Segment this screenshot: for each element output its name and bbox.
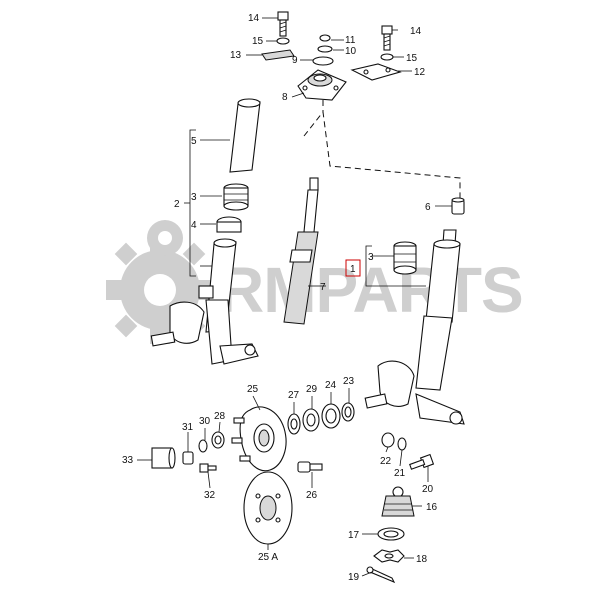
hub-cap-group [151,431,225,473]
washer-part [198,439,208,453]
callout-19: 19 [348,572,360,583]
callout-30: 30 [199,416,211,427]
callout-31: 31 [182,422,194,433]
callout-2: 2 [174,199,180,210]
bolt-part [277,11,289,37]
bracket-right [345,245,426,287]
callout-33: 33 [122,455,134,466]
callout-10: 10 [345,46,357,57]
upper-mount-group [261,11,402,101]
callout-labels: 14 15 13 11 10 9 8 14 15 12 5 2 3 4 7 1 … [122,13,438,583]
right-strut-group [364,197,465,425]
nut-part [182,451,194,465]
callout-29: 29 [306,384,318,395]
strut-mount-part [297,69,347,101]
callout-14-right: 14 [410,26,422,37]
bump-stop-part [393,241,417,275]
plate-part [350,63,402,81]
callout-25a: 25 A [258,552,278,563]
callout-4: 4 [191,220,197,231]
callout-3-right: 3 [368,252,374,263]
nut-part [319,34,331,42]
guide-lines [303,100,461,198]
gear-icon-small [147,220,183,256]
callout-22: 22 [380,456,392,467]
grease-cap-part [151,447,176,469]
callout-23: 23 [343,376,355,387]
brake-disc-part [243,471,293,545]
callout-15-right: 15 [406,53,418,64]
bracket-left [184,129,230,277]
spring-seat-part [216,216,242,233]
callout-26: 26 [306,490,318,501]
ball-joint-part [381,486,415,517]
callout-18: 18 [416,554,428,565]
washer-part [317,45,333,53]
left-strut-group [150,98,261,365]
callout-11: 11 [345,35,356,46]
lock-washer-part [373,549,405,563]
watermark-text: RMPARTS [218,254,523,326]
screw-part [199,463,217,473]
callout-8: 8 [282,92,288,103]
lower-right-group [366,432,435,584]
leader-lines [137,17,452,577]
callout-14: 14 [248,13,260,24]
clamp-part [377,527,405,541]
plate-part [261,49,295,61]
callout-3: 3 [191,192,197,203]
bolt-part [381,25,393,51]
strut-housing-part [150,238,259,365]
callout-1: 1 [350,264,356,275]
callout-15: 15 [252,36,264,47]
washer-part [276,37,290,45]
callout-7: 7 [320,282,326,293]
callout-20: 20 [422,484,434,495]
callout-13: 13 [230,50,242,61]
callout-9: 9 [292,55,298,66]
callout-16: 16 [426,502,438,513]
callout-5: 5 [191,136,197,147]
highlight-marker [345,259,361,277]
washer-part [380,53,394,61]
washer-part [312,56,334,66]
cotter-pin-part [366,566,396,584]
screw-part [409,453,435,470]
callout-27: 27 [288,390,300,401]
nut-part [381,432,395,448]
callout-32: 32 [204,490,216,501]
shock-absorber-part [283,177,319,325]
callout-24: 24 [325,380,337,391]
callout-6: 6 [425,202,431,213]
bearing-part [287,413,301,435]
wheel-bolt-part [297,461,323,473]
callout-17: 17 [348,530,360,541]
callout-25: 25 [247,384,259,395]
bearing-part [321,403,341,429]
dust-boot-part [229,101,261,173]
callout-28: 28 [214,411,226,422]
bump-stop-part [223,183,249,211]
hub-assembly [231,402,355,473]
nut-part [451,197,465,215]
bearing-part [302,408,320,432]
callout-21: 21 [394,468,406,479]
washer-part [397,437,407,451]
callout-12: 12 [414,67,426,78]
